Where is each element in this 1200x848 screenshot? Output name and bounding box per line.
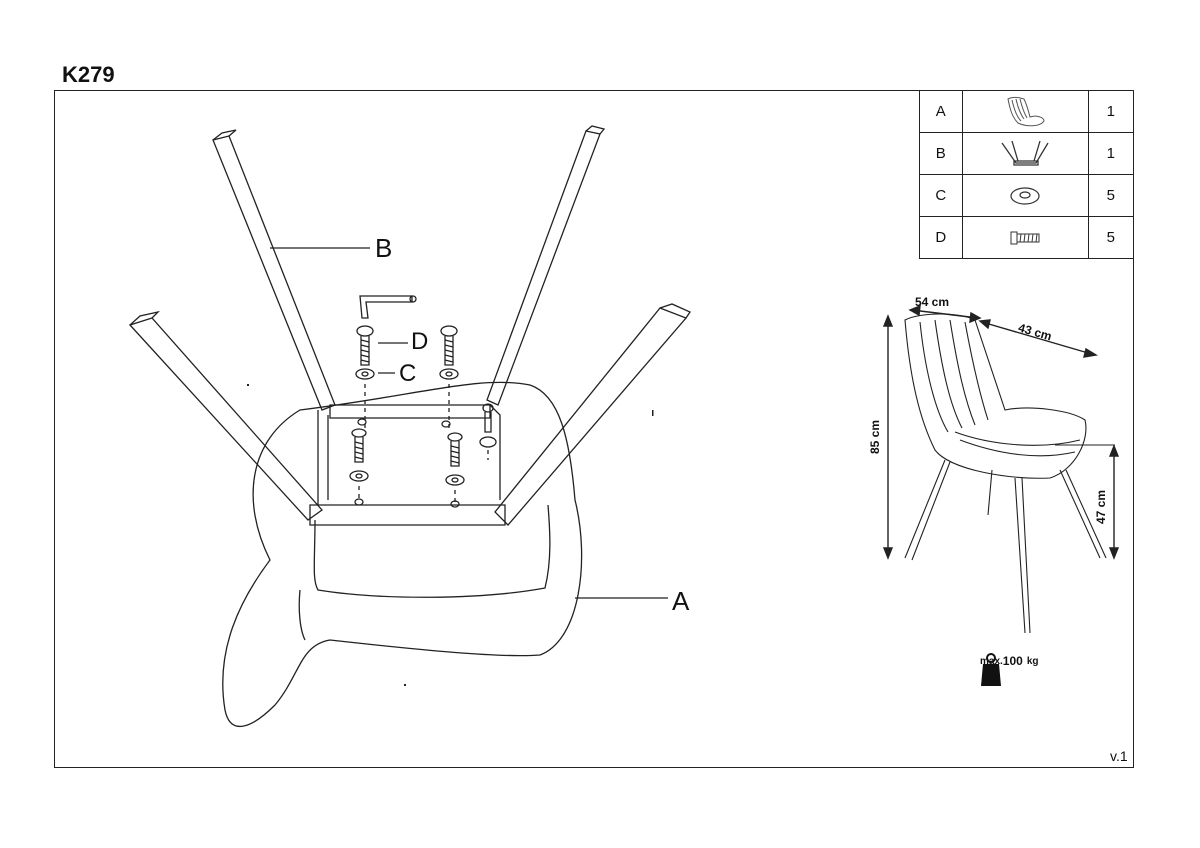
table-row: D 5 bbox=[919, 216, 1135, 259]
table-row: B 1 bbox=[919, 132, 1135, 175]
table-row: A 1 bbox=[919, 90, 1135, 133]
max-load-unit: kg bbox=[1026, 655, 1039, 667]
dimension-width: 54 cm bbox=[915, 295, 950, 309]
parts-table: A 1 B 1 C 5 D 5 bbox=[919, 90, 1135, 259]
leg-right-back bbox=[486, 130, 601, 406]
weight-icon bbox=[981, 653, 1001, 686]
bolt-icon bbox=[961, 216, 1089, 259]
part-qty: 5 bbox=[1087, 216, 1135, 259]
part-qty: 1 bbox=[1087, 132, 1135, 175]
part-qty: 1 bbox=[1087, 90, 1135, 133]
washer-icon bbox=[961, 174, 1089, 217]
part-letter: C bbox=[919, 174, 963, 217]
label-washer: C bbox=[399, 360, 417, 387]
leg-left-back bbox=[212, 135, 336, 411]
bolt-set bbox=[349, 325, 497, 486]
chair-seat-icon bbox=[961, 90, 1089, 133]
table-row: C 5 bbox=[919, 174, 1135, 217]
chair-legs-icon bbox=[961, 132, 1089, 175]
drawing-frame bbox=[54, 90, 1134, 768]
hex-key bbox=[359, 295, 413, 319]
part-letter: A bbox=[919, 90, 963, 133]
label-bolt: D bbox=[411, 328, 429, 355]
label-seat: A bbox=[672, 586, 690, 616]
label-legs: B bbox=[375, 233, 393, 263]
seat-shell bbox=[222, 381, 583, 727]
part-letter: B bbox=[919, 132, 963, 175]
dimension-seat-height: 47 cm bbox=[1094, 489, 1109, 525]
side-view-chair bbox=[904, 313, 1115, 634]
part-qty: 5 bbox=[1087, 174, 1135, 217]
max-load-prefix: max. bbox=[980, 655, 1003, 667]
product-code: K279 bbox=[62, 62, 115, 87]
dimension-height: 85 cm bbox=[868, 419, 883, 455]
max-load-value: 100 bbox=[1002, 654, 1023, 668]
version-label: v.1 bbox=[1110, 748, 1128, 764]
part-letter: D bbox=[919, 216, 963, 259]
leg-left-front bbox=[128, 317, 323, 521]
leg-right-front bbox=[494, 307, 688, 526]
